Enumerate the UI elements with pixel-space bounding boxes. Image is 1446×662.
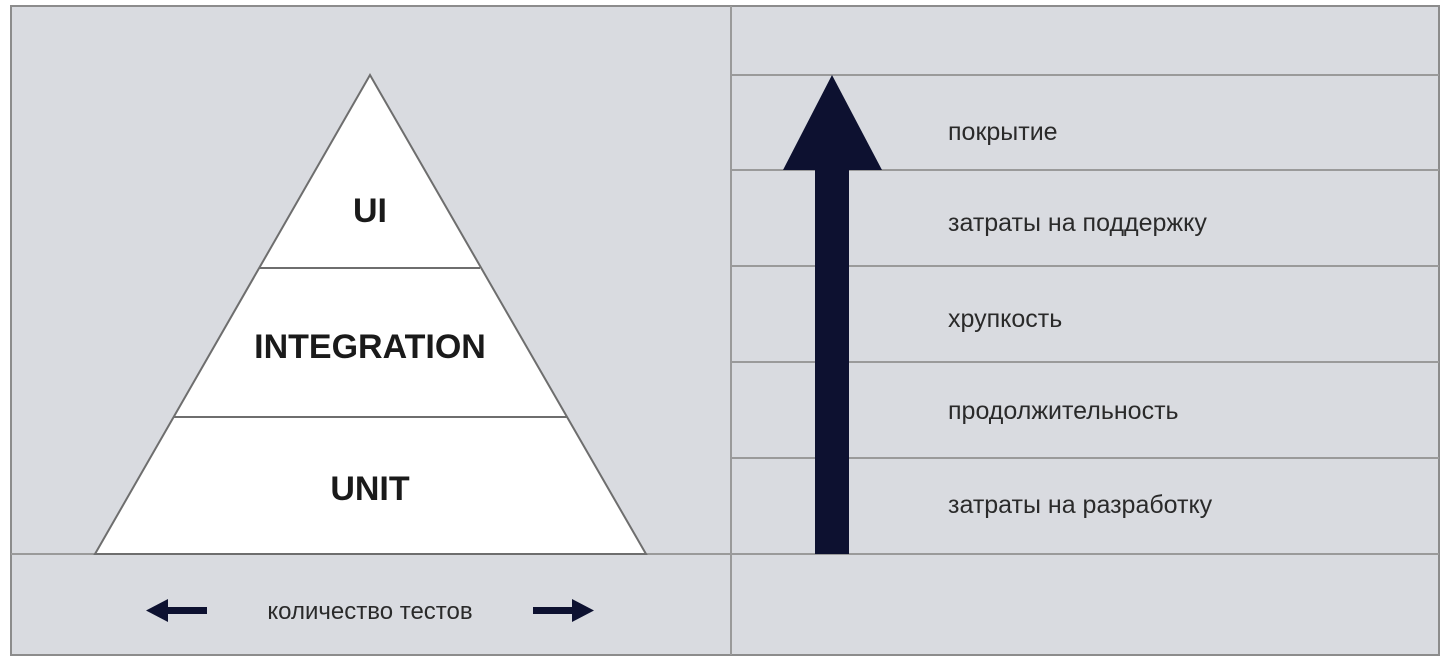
scale-labels: покрытие затраты на поддержку хрупкость … bbox=[948, 118, 1213, 519]
test-count-axis: количество тестов bbox=[146, 598, 594, 625]
arrow-up-icon bbox=[783, 75, 882, 554]
arrow-left-icon bbox=[146, 599, 207, 622]
scale-row-duration: продолжительность bbox=[948, 397, 1179, 425]
scale-row-development-cost: затраты на разработку bbox=[948, 491, 1213, 519]
pyramid-level-integration: INTEGRATION bbox=[254, 328, 486, 366]
scale-row-maintenance-cost: затраты на поддержку bbox=[948, 209, 1207, 237]
test-pyramid: UI INTEGRATION UNIT bbox=[93, 72, 648, 555]
arrow-right-icon bbox=[533, 599, 594, 622]
pyramid-shape bbox=[93, 72, 648, 555]
test-count-label: количество тестов bbox=[267, 598, 472, 625]
scale-row-coverage: покрытие bbox=[948, 118, 1058, 146]
pyramid-level-ui: UI bbox=[353, 192, 387, 230]
scale-row-fragility: хрупкость bbox=[948, 305, 1062, 333]
pyramid-level-unit: UNIT bbox=[330, 470, 410, 508]
